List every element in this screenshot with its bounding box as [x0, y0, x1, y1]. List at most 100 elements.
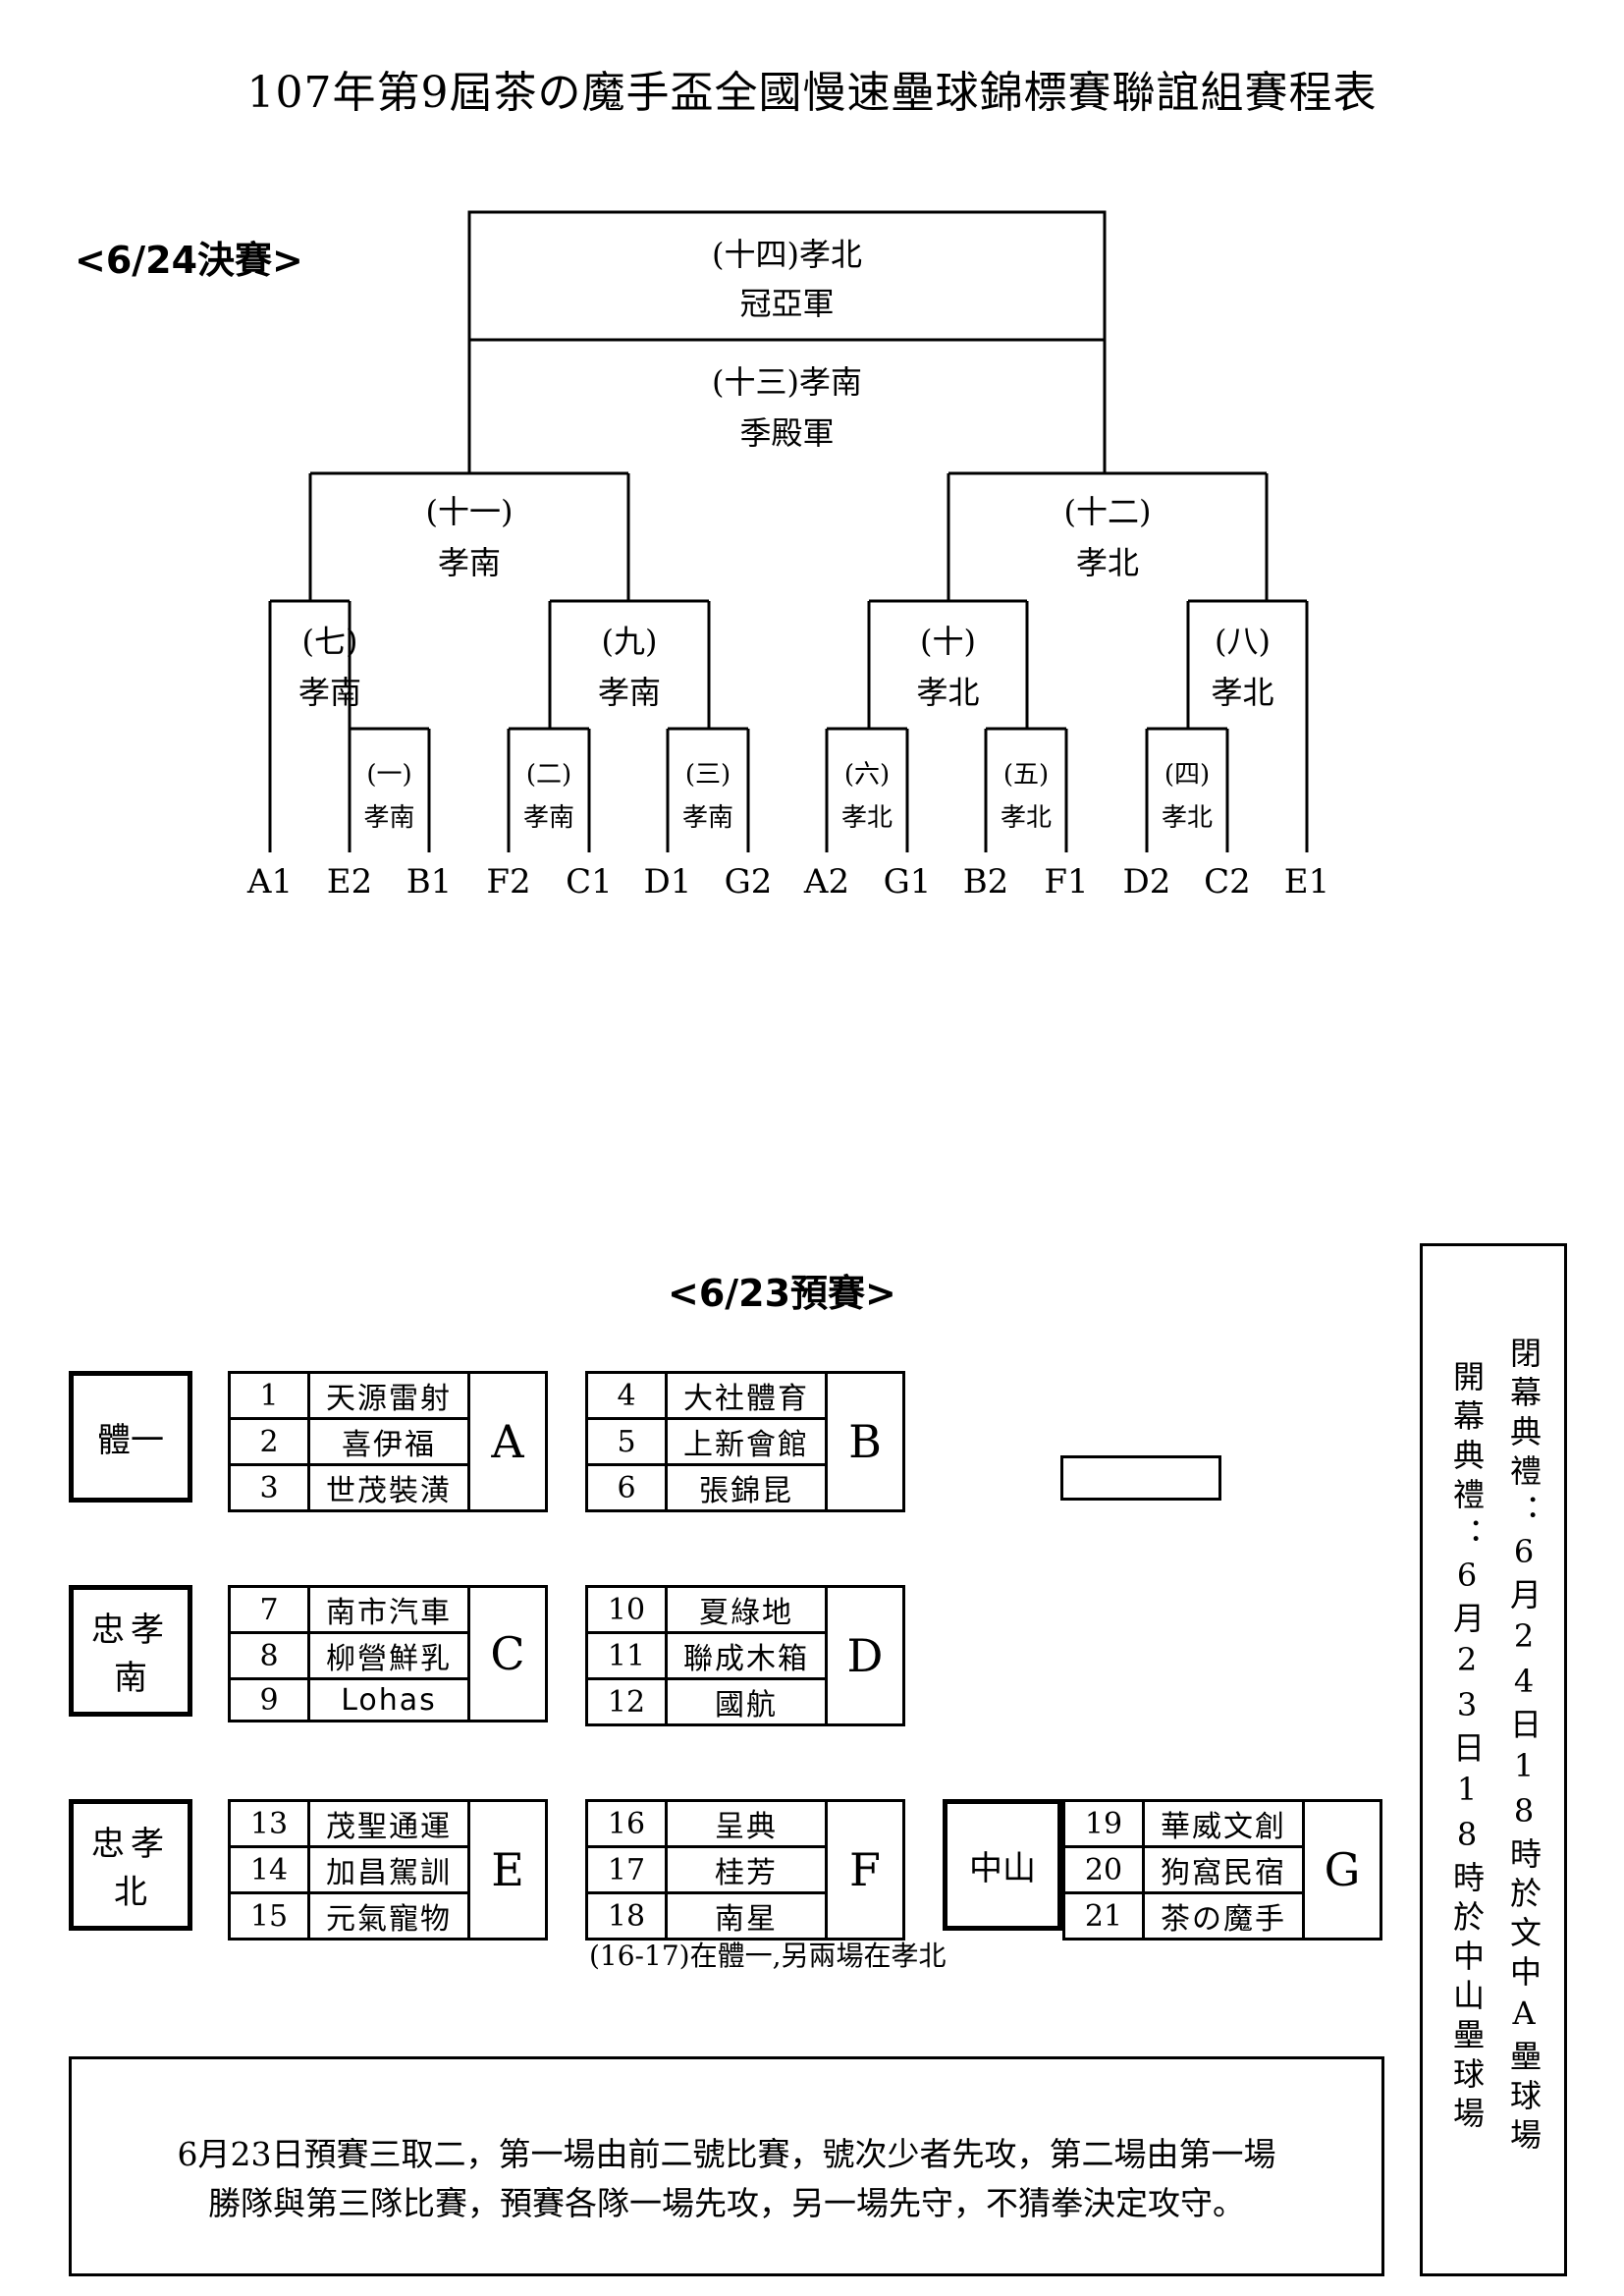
seed-label: E1 [1283, 862, 1330, 902]
team-number: 19 [1062, 1799, 1145, 1848]
team-number: 4 [585, 1371, 668, 1420]
team-name: 呈典 [665, 1799, 828, 1848]
table-row: 15 元氣寵物 [228, 1891, 547, 1941]
venue-box: 中山 [943, 1799, 1062, 1931]
prelim-section-label: <6/23預賽> [668, 1272, 896, 1315]
first-round-game: (六) [843, 760, 891, 790]
first-round-winner: 孝北 [1161, 803, 1213, 833]
group-letter: B [825, 1371, 905, 1512]
venue-label: 忠孝 [91, 1611, 170, 1650]
table-row: 4 大社體育 B [585, 1371, 905, 1512]
venue-label: 南 [114, 1659, 147, 1698]
team-name: 上新會館 [665, 1417, 828, 1466]
group-letter: F [825, 1799, 905, 1941]
first-round-winner: 孝南 [522, 803, 574, 833]
rules-line: 勝隊與第三隊比賽，預賽各隊一場先攻，另一場先守，不猜拳決定攻守。 [208, 2184, 1245, 2222]
tournament-bracket [268, 210, 1309, 852]
table-row: 6 張錦昆 [585, 1463, 904, 1512]
team-name: 天源雷射 [307, 1371, 470, 1420]
team-number: 1 [228, 1371, 310, 1420]
champion-label: 冠亞軍 [739, 285, 835, 322]
closing-ceremony-text: 閉幕典禮：6月24日18時於文中A壘球場 [1505, 1337, 1543, 2158]
semi-winner: 孝南 [437, 544, 501, 581]
table-row: 10 夏綠地 D [585, 1585, 905, 1726]
team-name: 茶の魔手 [1142, 1891, 1305, 1941]
blank-box [1060, 1455, 1221, 1501]
table-row: 3 世茂裝潢 [228, 1463, 547, 1512]
team-name: 元氣寵物 [307, 1891, 470, 1941]
table-row: 7 南市汽車 C [228, 1585, 548, 1722]
seed-label: E2 [326, 862, 373, 902]
team-name: 南市汽車 [307, 1585, 470, 1634]
seed-label: D1 [643, 862, 692, 902]
table-row: 11 聯成木箱 [585, 1631, 904, 1680]
quarter-game: (九) [601, 623, 658, 660]
team-name: 柳營鮮乳 [307, 1631, 470, 1680]
team-number: 7 [228, 1585, 310, 1634]
team-number: 5 [585, 1417, 668, 1466]
first-round-winner: 孝北 [840, 803, 893, 833]
rules-line: 6月23日預賽三取二，第一場由前二號比賽，號次少者先攻，第二場由第一場 [177, 2135, 1276, 2173]
seed-label: A1 [246, 862, 294, 902]
team-name: 喜伊福 [307, 1417, 470, 1466]
venue-label: 北 [114, 1873, 147, 1912]
semi-game: (十二) [1063, 493, 1152, 530]
final-section-label: <6/24決賽> [75, 239, 303, 282]
table-row: 13 茂聖通運 E [228, 1799, 548, 1941]
quarter-game: (七) [301, 623, 358, 660]
team-number: 8 [228, 1631, 310, 1680]
team-name: 南星 [665, 1891, 828, 1941]
team-number: 3 [228, 1463, 310, 1512]
table-row: 16 呈典 F [585, 1799, 905, 1941]
team-name: 夏綠地 [665, 1585, 828, 1634]
team-number: 6 [585, 1463, 668, 1512]
first-round-winner: 孝南 [681, 803, 733, 833]
venue-label: 體一 [97, 1420, 164, 1460]
table-row: 8 柳營鮮乳 [228, 1631, 547, 1680]
quarter-winner: 孝北 [1211, 674, 1274, 711]
venue-box: 忠孝 南 [69, 1585, 192, 1717]
table-row: 21 茶の魔手 [1062, 1891, 1381, 1941]
seed-label: A2 [803, 862, 850, 902]
group-table-b: 4 大社體育 B 5 上新會館 6 張錦昆 [585, 1371, 905, 1512]
quarter-game: (八) [1215, 623, 1271, 660]
first-round-game: (二) [525, 760, 572, 790]
team-number: 9 [228, 1677, 310, 1722]
table-row: 9 Lohas [228, 1677, 547, 1722]
group-table-a: 1 天源雷射 A 2 喜伊福 3 世茂裝潢 [228, 1371, 548, 1512]
quarter-winner: 孝南 [298, 674, 361, 711]
champion-box [467, 210, 1107, 342]
semi-winner: 孝北 [1075, 544, 1139, 581]
group-table-f: 16 呈典 F 17 桂芳 18 南星 [585, 1799, 905, 1941]
seed-label: B1 [406, 862, 453, 902]
table-row: 19 華威文創 G [1062, 1799, 1382, 1941]
team-number: 2 [228, 1417, 310, 1466]
team-name: 茂聖通運 [307, 1799, 470, 1848]
rules-box: 6月23日預賽三取二，第一場由前二號比賽，號次少者先攻，第二場由第一場 勝隊與第… [69, 2056, 1384, 2276]
table-row: 2 喜伊福 [228, 1417, 547, 1466]
quarter-winner: 孝南 [597, 674, 661, 711]
semi-game: (十一) [425, 493, 514, 530]
venue-label: 中山 [969, 1848, 1036, 1888]
team-name: 國航 [665, 1677, 828, 1726]
team-number: 16 [585, 1799, 668, 1848]
table-row: 18 南星 [585, 1891, 904, 1941]
first-round-game: (三) [684, 760, 731, 790]
venue-box: 體一 [69, 1371, 192, 1503]
third-place-game: (十三)孝南 [712, 363, 862, 401]
table-row: 12 國航 [585, 1677, 904, 1726]
quarter-winner: 孝北 [916, 674, 980, 711]
table-row: 20 狗窩民宿 [1062, 1845, 1381, 1894]
third-place-label: 季殿軍 [739, 414, 835, 452]
first-round-game: (一) [366, 760, 412, 790]
team-number: 17 [585, 1845, 668, 1894]
group-letter: C [467, 1585, 548, 1722]
team-number: 21 [1062, 1891, 1145, 1941]
first-round-winner: 孝南 [363, 803, 415, 833]
first-round-game: (四) [1164, 760, 1211, 790]
seed-label: F2 [486, 862, 531, 902]
team-number: 20 [1062, 1845, 1145, 1894]
team-name: 狗窩民宿 [1142, 1845, 1305, 1894]
team-number: 18 [585, 1891, 668, 1941]
page-title: 107年第9屆茶の魔手盃全國慢速壘球錦標賽聯誼組賽程表 [246, 68, 1378, 118]
